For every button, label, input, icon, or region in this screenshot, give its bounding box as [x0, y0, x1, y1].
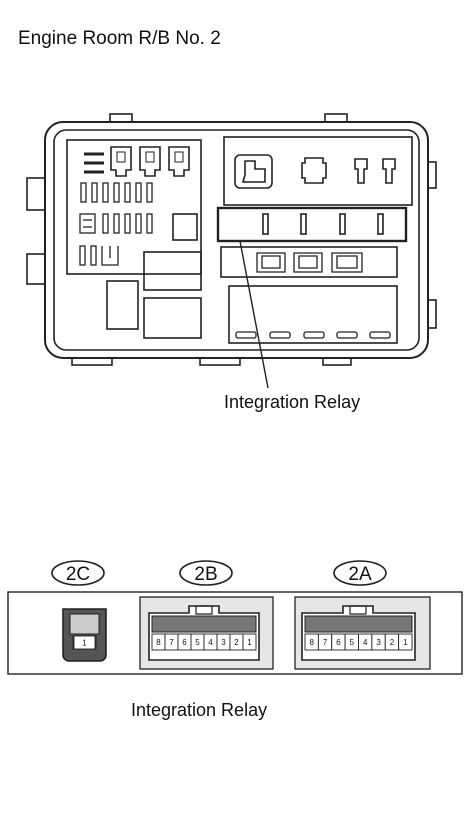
- pin-cell-2b: [242, 633, 257, 651]
- connector-2c: [62, 608, 107, 662]
- pin-number-2a: 4: [363, 638, 368, 647]
- relay-callout-label: Integration Relay: [224, 392, 361, 412]
- pin-number-2a: 3: [376, 638, 381, 647]
- connector-2a-label: 2A: [348, 564, 372, 585]
- pin-number-2a: 8: [309, 638, 314, 647]
- pin-number-2b: 1: [247, 638, 252, 647]
- pin-number-2b: 6: [182, 638, 187, 647]
- pin-number-2a: 6: [336, 638, 341, 647]
- diagram-title: Engine Room R/B No. 2: [18, 28, 221, 49]
- pin-number-2b: 7: [169, 638, 174, 647]
- pin-number-2b: 4: [208, 638, 213, 647]
- connector-caption: Integration Relay: [131, 700, 268, 720]
- pin-number-2a: 7: [323, 638, 328, 647]
- connector-2c-label: 2C: [66, 564, 90, 585]
- connector-2b-label: 2B: [194, 564, 217, 585]
- pin-number-2b: 8: [156, 638, 161, 647]
- pin-number-2b: 3: [221, 638, 226, 647]
- connector-panel: [7, 591, 463, 675]
- connector-2b: [139, 596, 274, 670]
- pin-cell-2a: [398, 633, 413, 651]
- pin-number-2b: 5: [195, 638, 200, 647]
- pin-number-2b: 2: [234, 638, 239, 647]
- connector-2b-badge: [179, 560, 233, 586]
- relay-block: [26, 113, 437, 366]
- pin-number-2c: 1: [82, 639, 87, 648]
- connector-2a-badge: [333, 560, 387, 586]
- leader-line: [239, 240, 269, 389]
- pin-cell-2c: [73, 635, 96, 650]
- pin-number-2a: 5: [350, 638, 355, 647]
- connector-2c-badge: [51, 560, 105, 586]
- pin-number-2a: 2: [390, 638, 395, 647]
- connector-2a: [294, 596, 431, 670]
- pin-number-2a: 1: [403, 638, 408, 647]
